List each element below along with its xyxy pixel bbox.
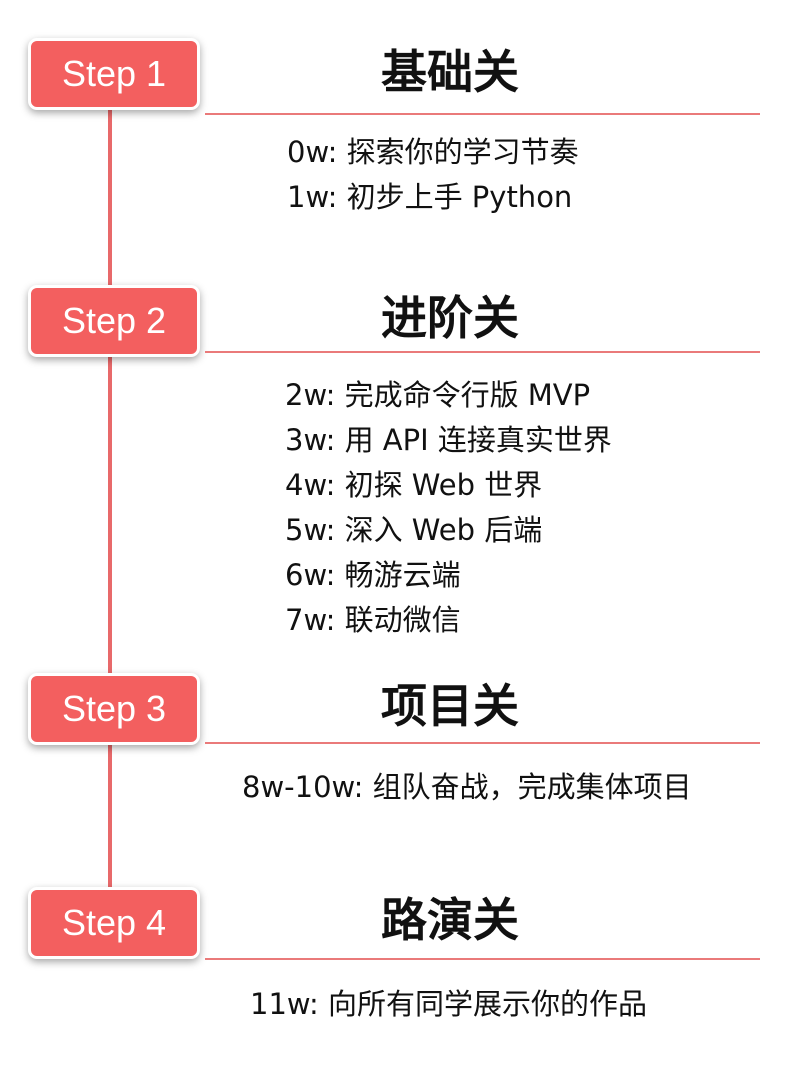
step-3-title: 项目关 bbox=[381, 679, 519, 733]
week-item: 8w-10w: 组队奋战，完成集体项目 bbox=[242, 770, 692, 804]
step-1-divider bbox=[205, 113, 760, 115]
step-4-title: 路演关 bbox=[381, 893, 519, 947]
step-2-week-list: 2w: 完成命令行版 MVP 3w: 用 API 连接真实世界 4w: 初探 W… bbox=[285, 373, 612, 643]
step-4-divider bbox=[205, 958, 760, 960]
week-item: 0w: 探索你的学习节奏 bbox=[287, 135, 579, 169]
step-1-badge: Step 1 bbox=[28, 38, 200, 110]
step-4-badge: Step 4 bbox=[28, 887, 200, 959]
week-item: 11w: 向所有同学展示你的作品 bbox=[250, 987, 648, 1021]
timeline-connector bbox=[108, 100, 112, 920]
step-2-title: 进阶关 bbox=[381, 291, 519, 345]
step-3-divider bbox=[205, 742, 760, 744]
week-item: 3w: 用 API 连接真实世界 bbox=[285, 423, 612, 457]
week-item: 5w: 深入 Web 后端 bbox=[285, 513, 543, 547]
step-4-week-list: 11w: 向所有同学展示你的作品 bbox=[250, 982, 647, 1027]
step-2-badge: Step 2 bbox=[28, 285, 200, 357]
week-item: 7w: 联动微信 bbox=[285, 603, 461, 637]
week-item: 1w: 初步上手 Python bbox=[287, 180, 573, 214]
week-item: 2w: 完成命令行版 MVP bbox=[285, 378, 591, 412]
week-item: 6w: 畅游云端 bbox=[285, 558, 461, 592]
step-3-week-list: 8w-10w: 组队奋战，完成集体项目 bbox=[242, 765, 692, 810]
step-2-divider bbox=[205, 351, 760, 353]
step-1-title: 基础关 bbox=[381, 45, 519, 99]
step-1-week-list: 0w: 探索你的学习节奏 1w: 初步上手 Python bbox=[287, 130, 579, 220]
week-item: 4w: 初探 Web 世界 bbox=[285, 468, 543, 502]
step-3-badge: Step 3 bbox=[28, 673, 200, 745]
